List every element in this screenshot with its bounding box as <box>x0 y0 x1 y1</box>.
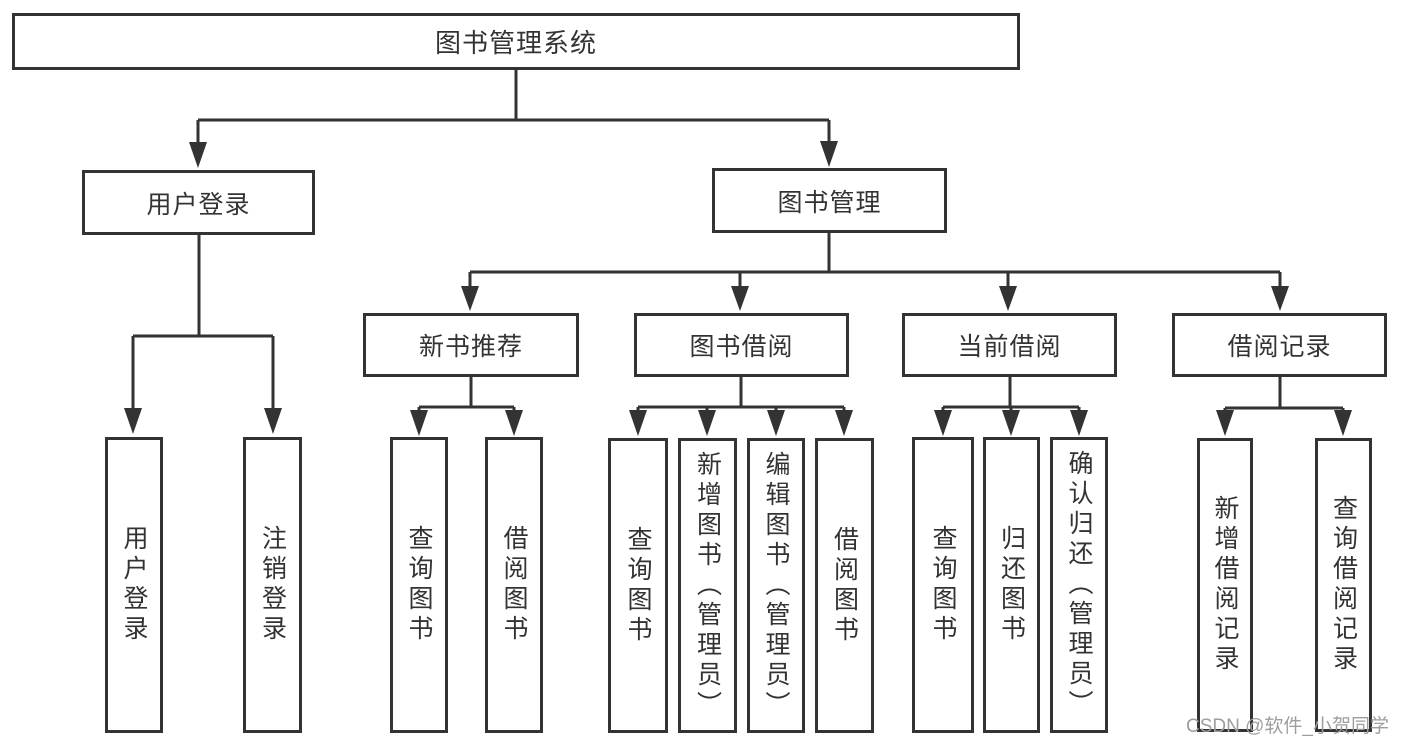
node-book-borrowing: 图书借阅 <box>634 313 849 377</box>
node-label: 查询图书 <box>405 525 433 645</box>
node-label: 用户登录 <box>146 190 251 219</box>
node-new-book-recommend: 新书推荐 <box>363 313 579 377</box>
node-label: 新增图书（管理员） <box>693 450 722 721</box>
leaf-confirm-return-admin: 确认归还（管理员） <box>1050 437 1108 733</box>
leaf-query-books-borrowing: 查询图书 <box>608 438 668 733</box>
node-label: 图书管理系统 <box>434 28 597 58</box>
node-label: 归还图书 <box>997 525 1026 645</box>
leaf-edit-book-admin: 编辑图书（管理员） <box>747 438 805 733</box>
node-current-borrowing: 当前借阅 <box>902 313 1117 377</box>
watermark: CSDN @软件_小贺同学 <box>1186 716 1389 737</box>
node-label: 新书推荐 <box>418 333 523 361</box>
leaf-logout: 注销登录 <box>243 437 302 733</box>
node-label: 新增借阅记录 <box>1211 495 1239 675</box>
leaf-add-book-admin: 新增图书（管理员） <box>678 438 737 733</box>
node-label: 查询图书 <box>929 525 957 645</box>
node-label: 借阅图书 <box>500 525 528 645</box>
node-label: 图书借阅 <box>689 333 794 361</box>
node-label: 当前借阅 <box>957 333 1062 361</box>
node-label: 借阅图书 <box>830 525 859 646</box>
node-label: 用户登录 <box>120 525 148 645</box>
leaf-query-books-current: 查询图书 <box>912 437 974 733</box>
node-user-login: 用户登录 <box>82 170 315 235</box>
node-label: 编辑图书（管理员） <box>762 450 790 721</box>
leaf-add-borrow-record: 新增借阅记录 <box>1197 438 1253 732</box>
node-label: 查询图书 <box>624 525 652 646</box>
node-label: 注销登录 <box>258 525 287 645</box>
node-label: 确认归还（管理员） <box>1065 450 1093 720</box>
node-borrowing-records: 借阅记录 <box>1172 313 1387 377</box>
node-book-management: 图书管理 <box>712 168 947 233</box>
node-label: 借阅记录 <box>1227 333 1332 361</box>
leaf-borrow-books-borrowing: 借阅图书 <box>815 438 874 733</box>
leaf-borrow-books-recommend: 借阅图书 <box>485 437 543 733</box>
leaf-user-login: 用户登录 <box>105 437 163 733</box>
leaf-return-books: 归还图书 <box>983 437 1040 733</box>
node-label: 查询借阅记录 <box>1329 495 1358 675</box>
leaf-query-books-recommend: 查询图书 <box>390 437 448 733</box>
node-label: 图书管理 <box>777 188 882 217</box>
node-book-management-system: 图书管理系统 <box>12 13 1020 70</box>
leaf-query-borrow-record: 查询借阅记录 <box>1315 438 1372 732</box>
